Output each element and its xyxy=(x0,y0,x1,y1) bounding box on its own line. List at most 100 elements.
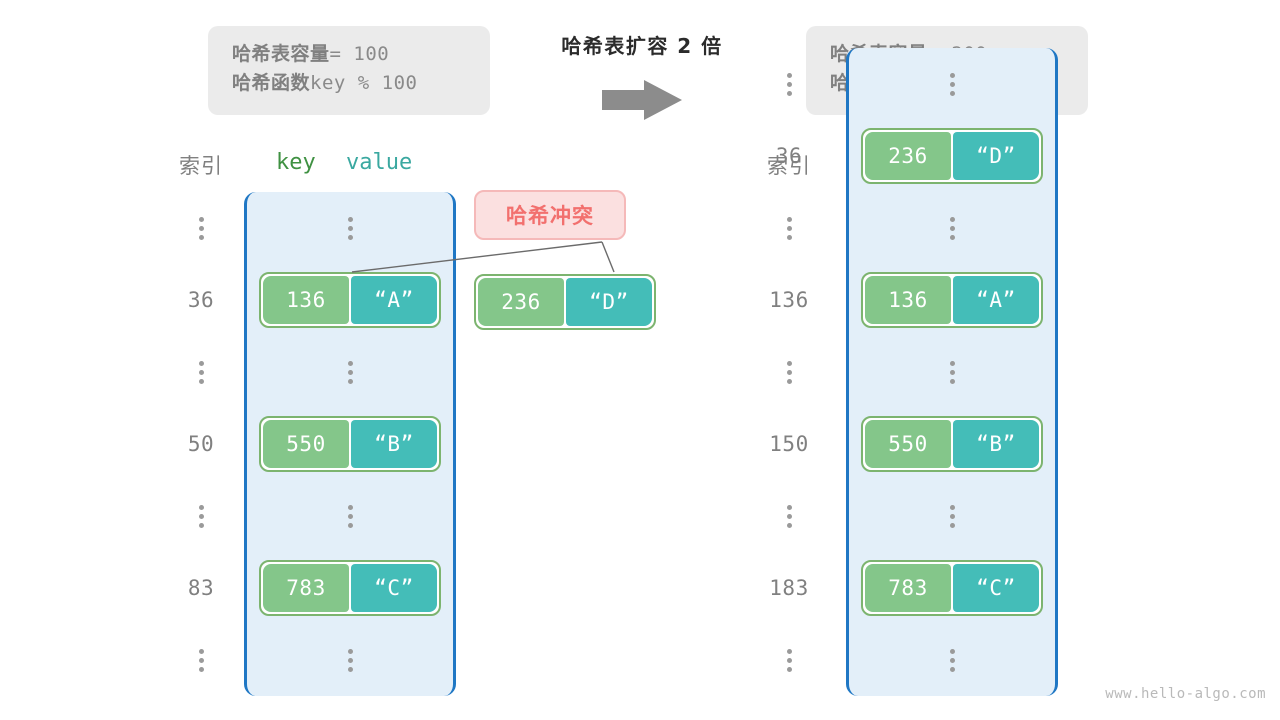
key-value-pair: 136“A” xyxy=(861,272,1043,328)
key-cell: 783 xyxy=(865,564,951,612)
bucket-row xyxy=(849,624,1055,696)
index-row: 36 xyxy=(758,120,820,192)
index-row: 36 xyxy=(170,264,232,336)
right-header-index: 索引 xyxy=(767,154,811,178)
bucket-row: 236“D” xyxy=(849,120,1055,192)
index-row xyxy=(170,624,232,696)
index-row xyxy=(758,624,820,696)
index-row xyxy=(170,480,232,552)
index-ellipsis-icon xyxy=(786,360,792,384)
index-ellipsis-icon xyxy=(198,216,204,240)
index-row: 136 xyxy=(758,264,820,336)
bucket-ellipsis-icon xyxy=(949,216,955,240)
bucket-row xyxy=(247,192,453,264)
bucket-row: 783“C” xyxy=(849,552,1055,624)
right-bucket-column: 236“D” 136“A” 550“B” 783“C” xyxy=(846,48,1058,696)
key-cell: 136 xyxy=(263,276,349,324)
index-row: 183 xyxy=(758,552,820,624)
index-row xyxy=(758,480,820,552)
key-value-pair: 236“D” xyxy=(861,128,1043,184)
bucket-row: 136“A” xyxy=(849,264,1055,336)
index-label: 136 xyxy=(769,288,809,312)
right-index-column: 36 136 150 183 xyxy=(758,48,820,696)
value-cell: “A” xyxy=(351,276,437,324)
bucket-row xyxy=(849,48,1055,120)
key-cell: 550 xyxy=(865,420,951,468)
index-label: 150 xyxy=(769,432,809,456)
right-arrow-icon xyxy=(602,80,682,120)
value-cell: “B” xyxy=(351,420,437,468)
index-label: 83 xyxy=(187,576,215,600)
bucket-row: 550“B” xyxy=(247,408,453,480)
index-row: 83 xyxy=(170,552,232,624)
key-value-pair: 783“C” xyxy=(861,560,1043,616)
index-ellipsis-icon xyxy=(198,648,204,672)
key-cell: 136 xyxy=(865,276,951,324)
index-row xyxy=(170,336,232,408)
index-ellipsis-icon xyxy=(786,504,792,528)
left-header-key: key xyxy=(276,150,316,175)
key-value-pair: 136“A” xyxy=(259,272,441,328)
capacity-value: = 100 xyxy=(329,43,390,65)
key-cell: 550 xyxy=(263,420,349,468)
bucket-ellipsis-icon xyxy=(347,504,353,528)
bucket-ellipsis-icon xyxy=(347,360,353,384)
value-cell: “D” xyxy=(953,132,1039,180)
index-row: 50 xyxy=(170,408,232,480)
key-value-pair: 236 “D” xyxy=(474,274,656,330)
index-row xyxy=(758,336,820,408)
function-value: key % 100 xyxy=(310,72,418,95)
bucket-ellipsis-icon xyxy=(949,648,955,672)
value-cell: “C” xyxy=(351,564,437,612)
index-ellipsis-icon xyxy=(198,504,204,528)
bucket-ellipsis-icon xyxy=(949,504,955,528)
index-row xyxy=(758,48,820,120)
index-row xyxy=(170,192,232,264)
bucket-row: 550“B” xyxy=(849,408,1055,480)
index-ellipsis-icon xyxy=(198,360,204,384)
value-cell: “A” xyxy=(953,276,1039,324)
bucket-ellipsis-icon xyxy=(347,216,353,240)
index-label: 36 xyxy=(775,144,803,168)
bucket-row xyxy=(849,192,1055,264)
bucket-row xyxy=(247,480,453,552)
bucket-ellipsis-icon xyxy=(347,648,353,672)
left-header-index: 索引 xyxy=(179,154,223,178)
collision-badge: 哈希冲突 xyxy=(474,190,626,240)
left-bucket-column: 136“A” 550“B” 783“C” xyxy=(244,192,456,696)
collision-entry: 236 “D” xyxy=(474,274,656,330)
key-cell: 783 xyxy=(263,564,349,612)
index-label: 183 xyxy=(769,576,809,600)
value-cell: “C” xyxy=(953,564,1039,612)
bucket-ellipsis-icon xyxy=(949,72,955,96)
index-ellipsis-icon xyxy=(786,72,792,96)
value-cell: “D” xyxy=(566,278,652,326)
key-value-pair: 550“B” xyxy=(259,416,441,472)
key-cell: 236 xyxy=(478,278,564,326)
key-value-pair: 783“C” xyxy=(259,560,441,616)
bucket-row xyxy=(849,480,1055,552)
index-label: 36 xyxy=(187,288,215,312)
bucket-row: 783“C” xyxy=(247,552,453,624)
left-header-value: value xyxy=(346,150,413,175)
key-cell: 236 xyxy=(865,132,951,180)
watermark: www.hello-algo.com xyxy=(1105,686,1266,702)
index-label: 50 xyxy=(187,432,215,456)
value-cell: “B” xyxy=(953,420,1039,468)
index-ellipsis-icon xyxy=(786,216,792,240)
bucket-ellipsis-icon xyxy=(949,360,955,384)
left-index-column: 36 50 83 xyxy=(170,192,232,696)
info-box-before: 哈希表容量 = 100 哈希函数 key % 100 xyxy=(208,26,490,115)
bucket-row: 136“A” xyxy=(247,264,453,336)
function-line-before: 哈希函数 key % 100 xyxy=(232,69,466,98)
index-row xyxy=(758,192,820,264)
bucket-row xyxy=(247,336,453,408)
index-row: 150 xyxy=(758,408,820,480)
key-value-pair: 550“B” xyxy=(861,416,1043,472)
diagram-title: 哈希表扩容 2 倍 xyxy=(561,34,723,58)
bucket-row xyxy=(849,336,1055,408)
function-label: 哈希函数 xyxy=(232,72,311,95)
index-ellipsis-icon xyxy=(786,648,792,672)
bucket-row xyxy=(247,624,453,696)
